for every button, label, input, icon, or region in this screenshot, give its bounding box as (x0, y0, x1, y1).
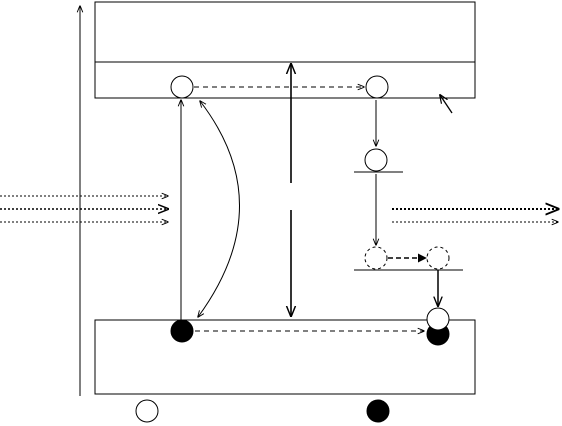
pair-electron-left (365, 247, 387, 269)
recombination-curve-arrow (198, 101, 240, 317)
conduction-band (95, 2, 475, 98)
donor-electron (365, 149, 387, 171)
recombining-electron (427, 308, 449, 330)
pair-electron-right (427, 247, 449, 269)
conduction-electron (171, 76, 193, 98)
trapped-electron (366, 76, 388, 98)
legend-filled-circle (367, 400, 389, 422)
legend-open-circle (136, 400, 158, 422)
valence-hole (171, 320, 193, 342)
